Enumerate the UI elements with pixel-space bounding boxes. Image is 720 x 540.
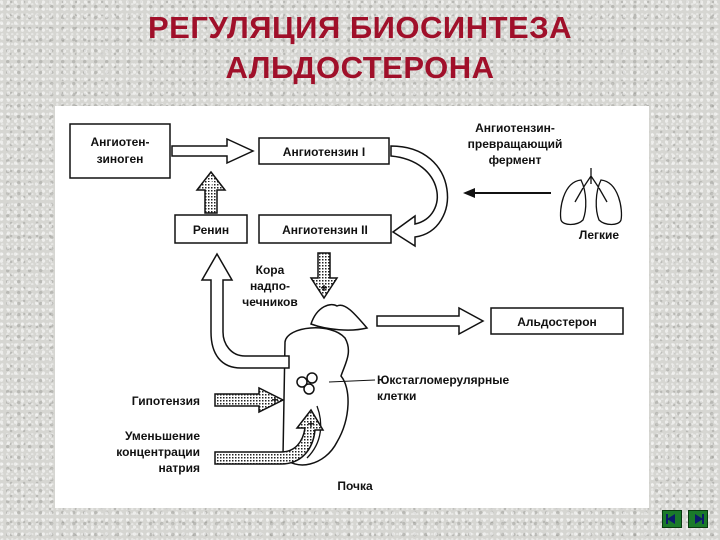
adrenal-label-1: Кора <box>256 263 285 277</box>
aldosterone-regulation-diagram: Ангиотен- зиноген Ангиотензин I Ренин Ан… <box>69 121 624 493</box>
next-arrow-icon <box>695 514 704 524</box>
sodium-label-2: концентрации <box>116 445 200 459</box>
plus-sign: + <box>307 417 314 431</box>
arrow-to-angiotensin-1 <box>171 137 255 165</box>
page-title: РЕГУЛЯЦИЯ БИОСИНТЕЗА АЛЬДОСТЕРОНА <box>0 8 720 88</box>
arrow-kidney-to-renin <box>200 252 290 369</box>
ace-label-1: Ангиотензин- <box>475 121 555 135</box>
plus-sign: + <box>207 175 215 190</box>
angiotensin-2-label: Ангиотензин II <box>282 223 368 237</box>
aldosterone-label: Альдостерон <box>517 315 597 329</box>
kidney-inner-line <box>306 405 322 459</box>
curved-arrow-conversion <box>390 145 449 248</box>
angiotensin-2-box <box>258 214 392 244</box>
lungs-label: Легкие <box>579 228 619 242</box>
kidney-shape <box>282 327 350 466</box>
angiotensinogen-label-2: зиноген <box>97 152 144 166</box>
angiotensin-1-label: Ангиотензин I <box>283 145 365 159</box>
lungs-icon <box>559 168 623 226</box>
juxtaglomerular-pointer <box>328 379 376 383</box>
plus-sign: + <box>320 281 327 295</box>
renin-label: Ренин <box>193 223 229 237</box>
juxtaglomerular-cells-icon <box>296 372 318 395</box>
kidney-label: Почка <box>337 479 373 493</box>
arrow-to-adrenal <box>309 252 339 300</box>
juxtaglomerular-label-1: Юкстагломерулярные <box>377 373 509 387</box>
plus-sign: + <box>271 393 278 407</box>
aldosterone-box <box>490 307 624 335</box>
sodium-label-3: натрия <box>158 461 200 475</box>
hypotension-label: Гипотензия <box>132 394 200 408</box>
adrenal-gland-shape <box>310 303 369 331</box>
title-line-1: РЕГУЛЯЦИЯ БИОСИНТЕЗА <box>147 10 573 45</box>
ace-label-3: фермент <box>489 153 542 167</box>
renin-box <box>174 214 248 244</box>
prev-arrow-icon <box>666 514 675 524</box>
diagram-panel: Ангиотен- зиноген Ангиотензин I Ренин Ан… <box>55 106 649 508</box>
next-slide-button[interactable] <box>688 510 708 528</box>
arrow-from-lungs <box>463 188 551 198</box>
angiotensinogen-label-1: Ангиотен- <box>90 135 149 149</box>
sodium-label-1: Уменьшение <box>125 429 200 443</box>
juxtaglomerular-label-2: клетки <box>377 389 416 403</box>
adrenal-label-2: надпо- <box>250 279 290 293</box>
title-line-2: АЛЬДОСТЕРОНА <box>225 50 495 85</box>
arrow-renin-up <box>195 170 227 214</box>
arrow-to-aldosterone <box>376 306 485 336</box>
adrenal-label-3: чечников <box>242 295 298 309</box>
arrow-hypotension <box>214 386 285 414</box>
arrow-sodium <box>214 408 325 465</box>
prev-slide-button[interactable] <box>662 510 682 528</box>
angiotensin-1-box <box>258 137 390 165</box>
angiotensinogen-box <box>69 123 171 179</box>
ace-label-2: превращающий <box>468 137 563 151</box>
